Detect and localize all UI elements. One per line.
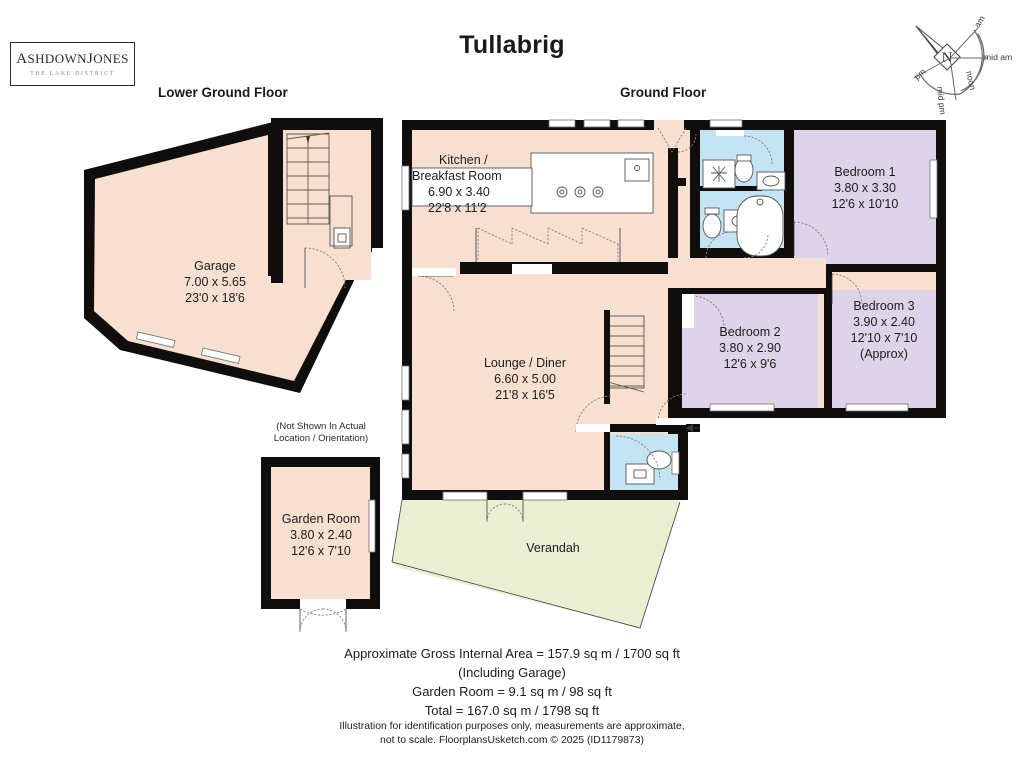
footer-line-total: Total = 167.0 sq m / 1798 sq ft	[424, 702, 600, 718]
utility-fixture	[333, 227, 351, 249]
garden-room-window	[368, 499, 376, 553]
sink-fixture	[756, 171, 786, 191]
bedroom2-window	[709, 403, 775, 412]
logo-tagline: THE LAKE DISTRICT	[30, 71, 115, 77]
toilet-fixture	[734, 157, 754, 183]
footer-disclaimer-line1: Illustration for identification purposes…	[339, 721, 685, 733]
bedroom1-fill	[792, 130, 936, 270]
bedroom1-window	[929, 159, 938, 219]
bedroom2-fill	[682, 290, 818, 408]
lounge-windows	[401, 365, 410, 479]
garage-door-openings	[135, 331, 241, 364]
company-logo: ASHDOWNJONES THE LAKE DISTRICT	[10, 42, 135, 86]
verandah-french-doors	[442, 491, 568, 523]
wc-basin	[625, 463, 655, 485]
kitchen-sink	[624, 158, 650, 182]
hallway-fill	[660, 258, 826, 288]
compass-graphic: N	[913, 25, 988, 101]
compass-label-mid-am: mid am	[984, 52, 1013, 62]
footer-line-including-garage: (Including Garage)	[458, 664, 566, 680]
footer-line-gross-area: Approximate Gross Internal Area = 157.9 …	[344, 646, 680, 661]
garden-room-note-line2: Location / Orientation)	[273, 432, 369, 444]
logo-wordmark: ASHDOWNJONES	[16, 51, 129, 67]
footer-line-garden-room: Garden Room = 9.1 sq m / 98 sq ft	[412, 683, 612, 699]
kitchen-windows	[548, 119, 645, 128]
garden-room-block	[261, 457, 380, 633]
bedroom3-window	[845, 403, 909, 412]
floor-heading-lower-ground: Lower Ground Floor	[158, 85, 288, 100]
wc-toilet	[646, 450, 672, 470]
verandah-fill	[392, 500, 680, 628]
svg-text:N: N	[942, 50, 953, 66]
floor-heading-ground: Ground Floor	[620, 85, 707, 100]
ground-floor-stairs	[607, 315, 645, 404]
ground-floor-block	[391, 119, 946, 629]
bathroom-window	[709, 119, 743, 128]
bedroom3-fill	[832, 290, 936, 408]
kitchen-hob	[556, 186, 604, 198]
footer-notes: Approximate Gross Internal Area = 157.9 …	[0, 645, 1024, 748]
garage-stairs	[286, 132, 330, 225]
compass-rose: N am mid am noon mid pm pm	[898, 8, 1016, 116]
bath-fixture	[736, 195, 784, 257]
garage-block	[84, 118, 383, 393]
kitchen-island	[530, 152, 654, 214]
garden-room-note-line1: (Not Shown In Actual	[276, 421, 366, 432]
footer-disclaimer-line2: not to scale. FloorplansUsketch.com © 20…	[380, 735, 644, 747]
entrance-arrow	[686, 424, 700, 432]
page-title: Tullabrig	[459, 31, 565, 59]
kitchen-window-left	[401, 165, 410, 211]
garden-room-note: (Not Shown In Actual Location / Orientat…	[248, 421, 394, 445]
